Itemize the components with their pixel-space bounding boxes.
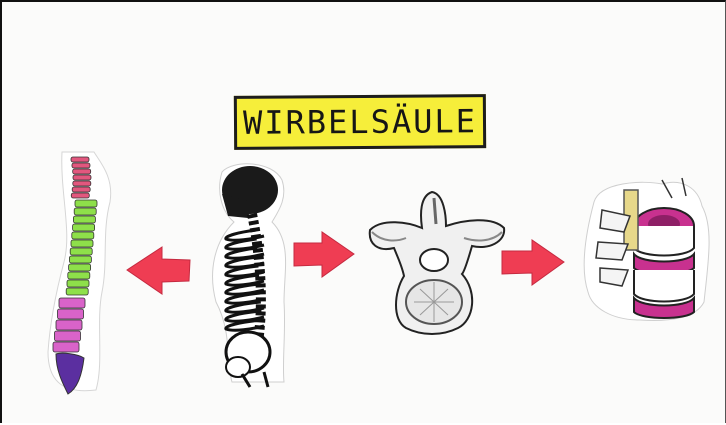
vertebrae-with-discs-illustration: [2, 2, 726, 425]
video-frame: WIRBELSÄULE: [0, 0, 726, 423]
